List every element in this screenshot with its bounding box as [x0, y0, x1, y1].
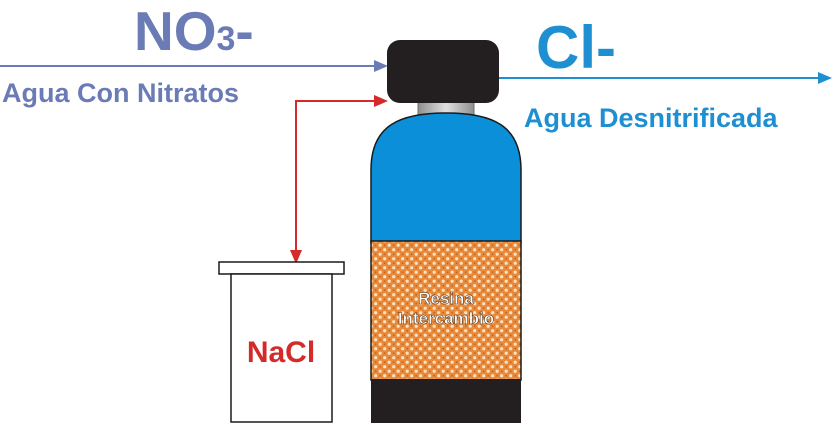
- brine-container-body: [230, 273, 333, 423]
- brine-container-lid: [218, 261, 345, 275]
- inlet-ion-formula: NO3-: [134, 0, 254, 62]
- tank-water-zone: [370, 112, 522, 244]
- outlet-caption: Agua Desnitrificada: [524, 103, 779, 133]
- inlet-flow-arrow: [0, 60, 388, 72]
- brine-line: [290, 95, 388, 264]
- brine-label: NaCl: [247, 336, 315, 369]
- tank-base: [371, 379, 521, 423]
- resin-label-line1: Resina: [418, 289, 474, 308]
- tank-control-head: [387, 40, 499, 103]
- inlet-caption: Agua Con Nitratos: [2, 78, 239, 108]
- brine-container: [218, 261, 345, 423]
- tank-resin-zone: [370, 240, 522, 381]
- resin-tank: [370, 40, 522, 423]
- resin-label-line2: Intercambio: [398, 309, 494, 328]
- outlet-ion-formula: Cl-: [536, 14, 616, 81]
- outlet-flow-arrow: [498, 72, 832, 84]
